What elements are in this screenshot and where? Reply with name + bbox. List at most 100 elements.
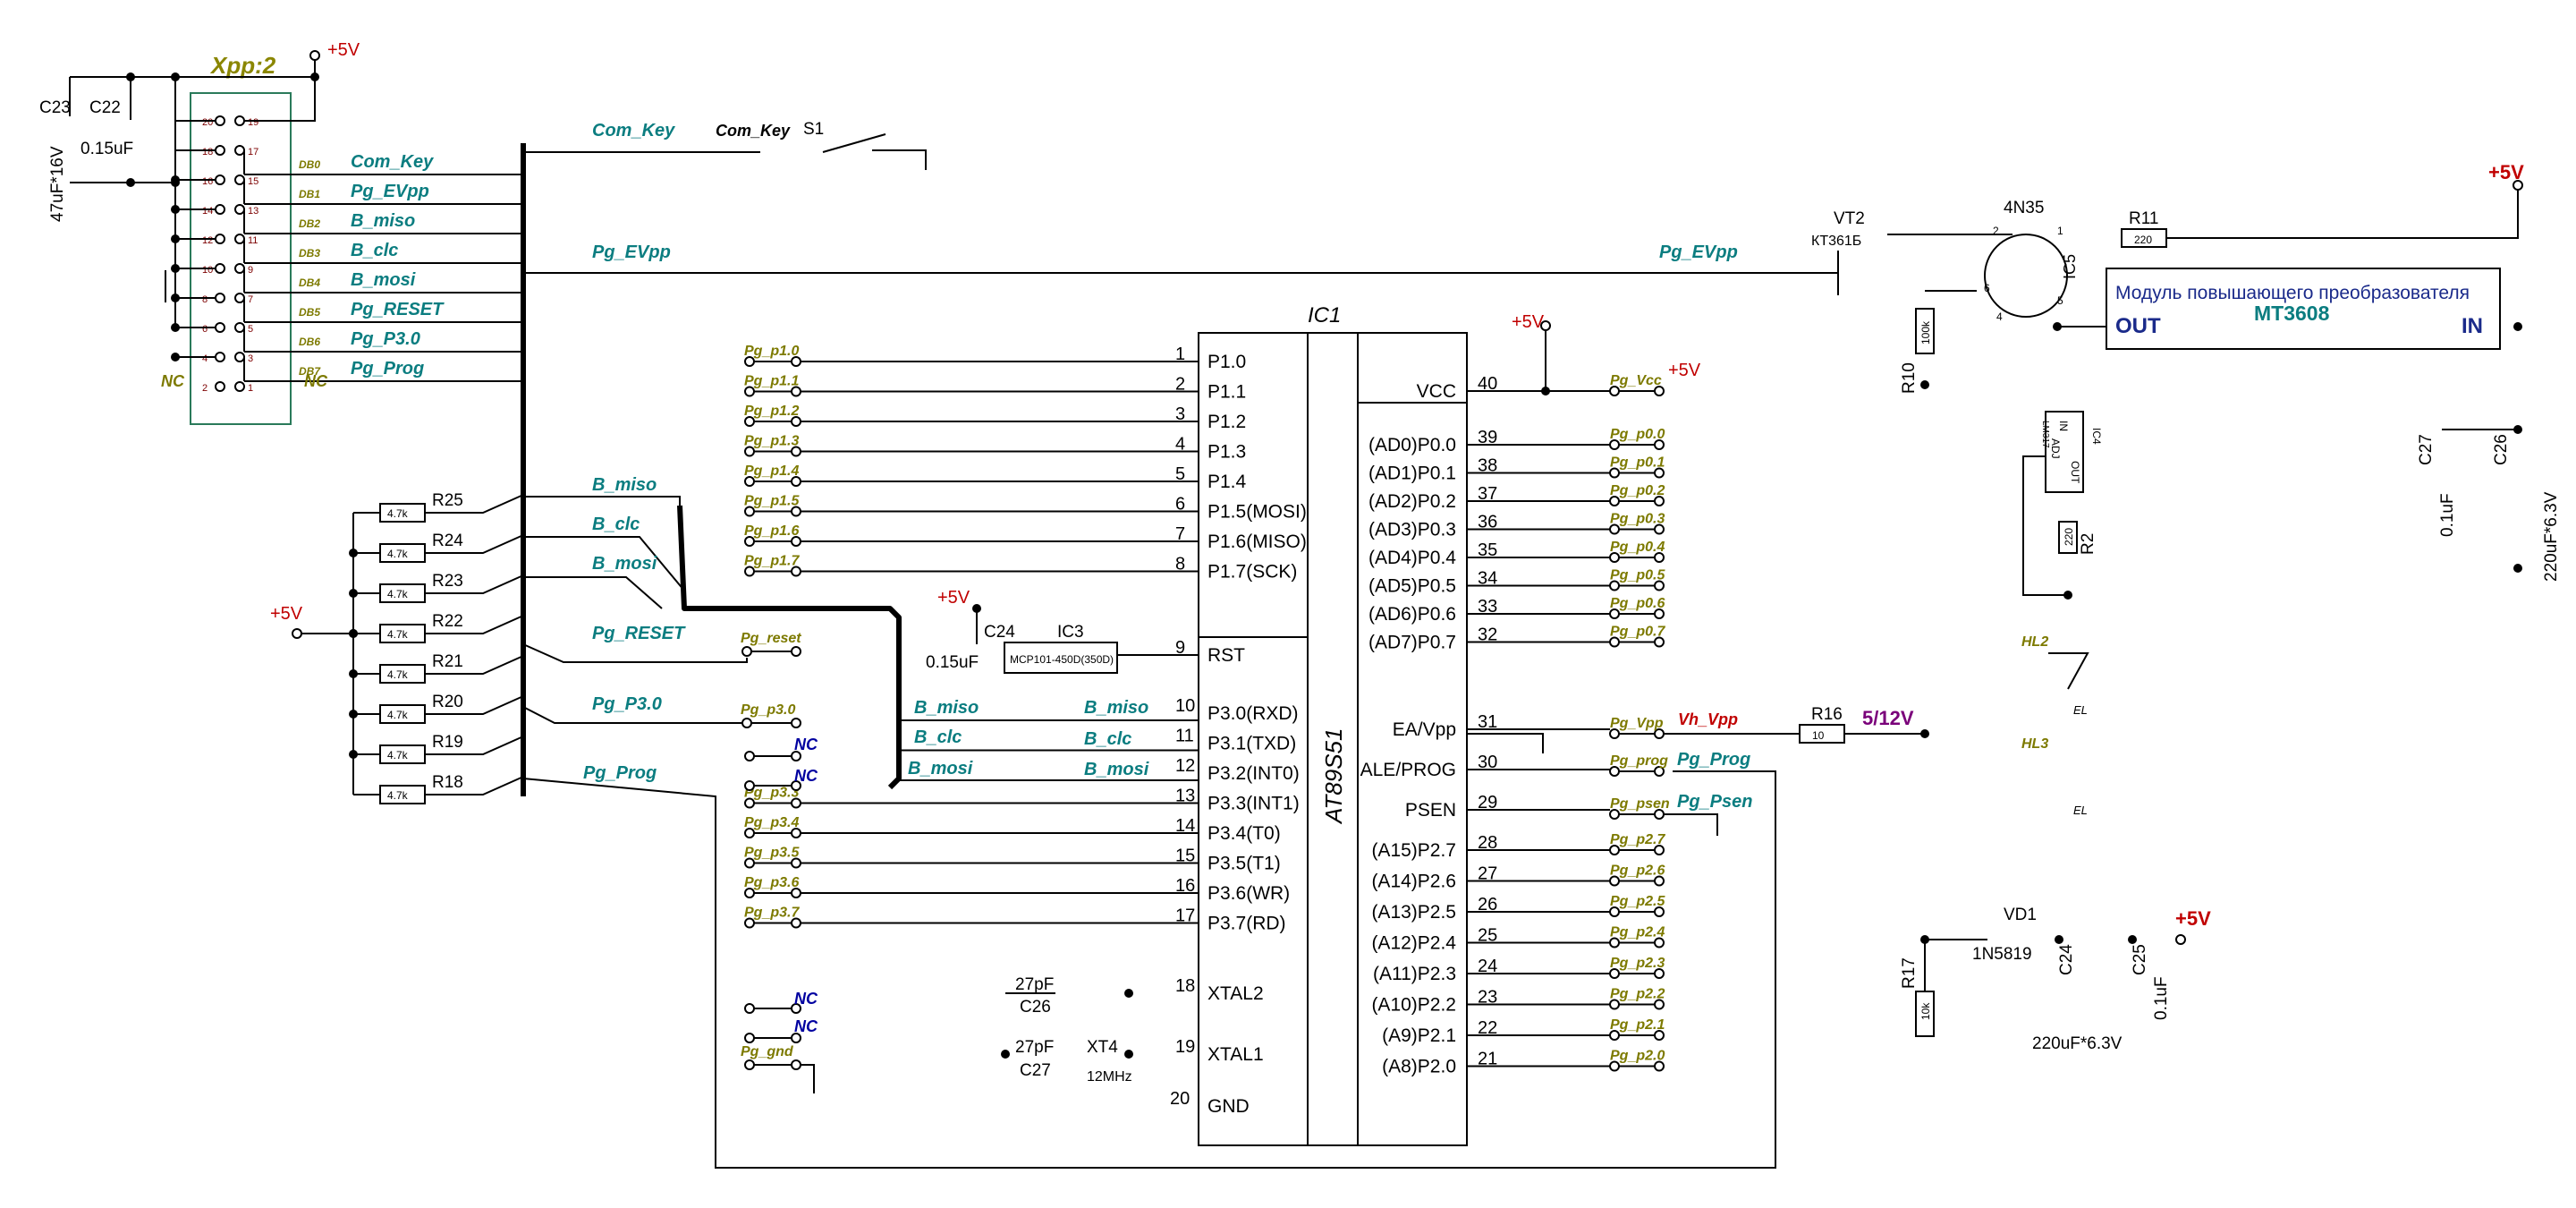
ic1-pin-label: P1.1 <box>1208 382 1246 403</box>
ic1-pin-number: 19 <box>1175 1037 1195 1057</box>
connector-left-pin: 4 <box>202 353 208 364</box>
net-label-b-mosi: B_mosi <box>592 554 657 574</box>
connector-right-pin: 9 <box>248 265 253 276</box>
r10-value: 100k <box>1919 320 1932 345</box>
ic1-term-label: Pg_p2.5 <box>1610 894 1665 909</box>
junction-dot <box>171 234 180 243</box>
ic1-pin-label: (A13)P2.5 <box>1371 902 1456 923</box>
supply-top-terminal <box>2512 180 2523 191</box>
ic1-pin-label: (AD0)P0.0 <box>1368 435 1456 455</box>
resistor-ladder: 4.7kR254.7kR244.7kR234.7kR224.7kR214.7kR… <box>292 491 801 804</box>
connector-signal-label: Pg_P3.0 <box>351 329 420 349</box>
ic1-pin-number: 27 <box>1478 864 1497 884</box>
r17-name: R17 <box>1900 957 1919 989</box>
boost-module-in: IN <box>2462 314 2483 338</box>
ic1-term-label: Pg_Vcc <box>1610 373 1662 388</box>
junction-dot <box>310 72 319 81</box>
connector-right-terminal <box>234 293 245 303</box>
junction-dot <box>171 205 180 214</box>
ic1-term-label: Pg_p2.7 <box>1610 832 1665 847</box>
xt4-name: XT4 <box>1087 1038 1118 1057</box>
junction-dot <box>972 604 981 613</box>
junction-dot <box>171 178 180 187</box>
supply-bot-terminal <box>2175 934 2186 945</box>
resistor-supply-label: +5V <box>270 604 303 624</box>
ic1-pin-number: 37 <box>1478 484 1497 504</box>
connector-right-terminal <box>234 204 245 215</box>
nc-term <box>744 1033 755 1043</box>
connector-left-pin: 20 <box>202 117 213 128</box>
ic1-pin-number: 35 <box>1478 540 1497 560</box>
net-label-pg-reset: Pg_RESET <box>592 624 686 643</box>
resistor-value: 4.7k <box>387 548 409 560</box>
resistor-value: 4.7k <box>387 588 409 600</box>
ic1-pin-label: P1.7(SCK) <box>1208 562 1297 583</box>
net-label-pg-psen: Pg_Psen <box>1677 792 1752 812</box>
opto-pin1: 1 <box>2057 225 2063 237</box>
ic1-pin-number: 17 <box>1175 906 1195 926</box>
reset-supply: +5V <box>937 588 970 608</box>
r16-name: R16 <box>1811 705 1843 724</box>
ic1-term-label: Pg_p2.6 <box>1610 863 1665 879</box>
resistor-wire <box>425 736 524 755</box>
wire <box>523 576 663 609</box>
opto-pin4: 4 <box>1996 311 2003 323</box>
ic1-term-label: Pg_p3.6 <box>744 875 799 890</box>
ic1-term-label: Pg_p1.5 <box>744 494 800 509</box>
nc-terminals: NC NC NC NC Pg_gnd <box>741 736 818 1059</box>
ic1-pin-label: EA/Vpp <box>1393 719 1456 740</box>
reset-cap-name: C24 <box>984 623 1015 642</box>
junction-dot <box>126 178 135 187</box>
connector-left-terminal <box>215 381 225 392</box>
ic4-in: IN <box>2057 421 2070 431</box>
connector-left-terminal <box>215 234 225 244</box>
connector-right-pin: 19 <box>248 117 258 128</box>
ic1-pin-number: 21 <box>1478 1050 1497 1069</box>
connector-right-pin: 7 <box>248 294 253 305</box>
wire <box>523 496 681 506</box>
ic1-pin-label: GND <box>1208 1096 1250 1117</box>
ic1-pin-label: P3.4(T0) <box>1208 823 1281 844</box>
ic1-name: IC1 <box>1308 303 1341 328</box>
connector-right-terminal <box>234 115 245 126</box>
ic1-pin-label: (A9)P2.1 <box>1382 1025 1456 1046</box>
connector-signal-label: B_clc <box>351 241 398 260</box>
c22-value: 0.15uF <box>80 140 133 158</box>
resistor-value: 4.7k <box>387 749 409 761</box>
junction-dot <box>349 710 358 719</box>
ic1-pin-label: (AD6)P0.6 <box>1368 604 1456 625</box>
ic1-term-label: Pg_p0.5 <box>1610 568 1665 583</box>
r16-value: 10 <box>1812 729 1825 742</box>
resistor-name: R23 <box>432 572 463 591</box>
p3-label-b-mosi: B_mosi <box>908 759 973 778</box>
ic4-wires <box>2022 455 2068 596</box>
junction-dot <box>2513 322 2522 331</box>
ic1-pin-label: P1.0 <box>1208 352 1246 372</box>
junction-dot <box>171 293 180 302</box>
term <box>791 718 801 728</box>
ic1-pin-label: P3.3(INT1) <box>1208 794 1300 814</box>
opto-pin5: 5 <box>2057 294 2063 307</box>
net-label-pg-prog-right: Pg_Prog <box>1677 750 1750 770</box>
c27-name: C27 <box>1020 1061 1051 1080</box>
junction-dot <box>349 629 358 638</box>
r2-name: R2 <box>2079 533 2097 555</box>
ic1-pin-label: (A12)P2.4 <box>1371 933 1456 954</box>
connector-right-terminal <box>234 381 245 392</box>
reset-ic-part: MCP101-450D(350D) <box>1010 653 1114 666</box>
switch-s1: Com_Key Com_Key S1 <box>523 120 927 170</box>
supply-bot-label: +5V <box>2175 907 2211 930</box>
ic1-pin-label: (A14)P2.6 <box>1371 872 1456 892</box>
ic4-name: IC4 <box>2090 428 2103 445</box>
ic1-pin-label: P3.2(INT0) <box>1208 763 1300 784</box>
gnd <box>801 1064 815 1093</box>
connector-right-pin: 11 <box>248 235 258 246</box>
ic4-part: LM317 <box>2040 421 2050 448</box>
boost-module-out: OUT <box>2115 314 2161 338</box>
resistor-name: R21 <box>432 652 463 671</box>
ic1-term-label: Pg_p3.4 <box>744 815 799 830</box>
connector-signal-label: Pg_Prog <box>351 359 424 379</box>
opto-body <box>1984 234 2068 318</box>
junction-dots <box>126 72 2522 1059</box>
